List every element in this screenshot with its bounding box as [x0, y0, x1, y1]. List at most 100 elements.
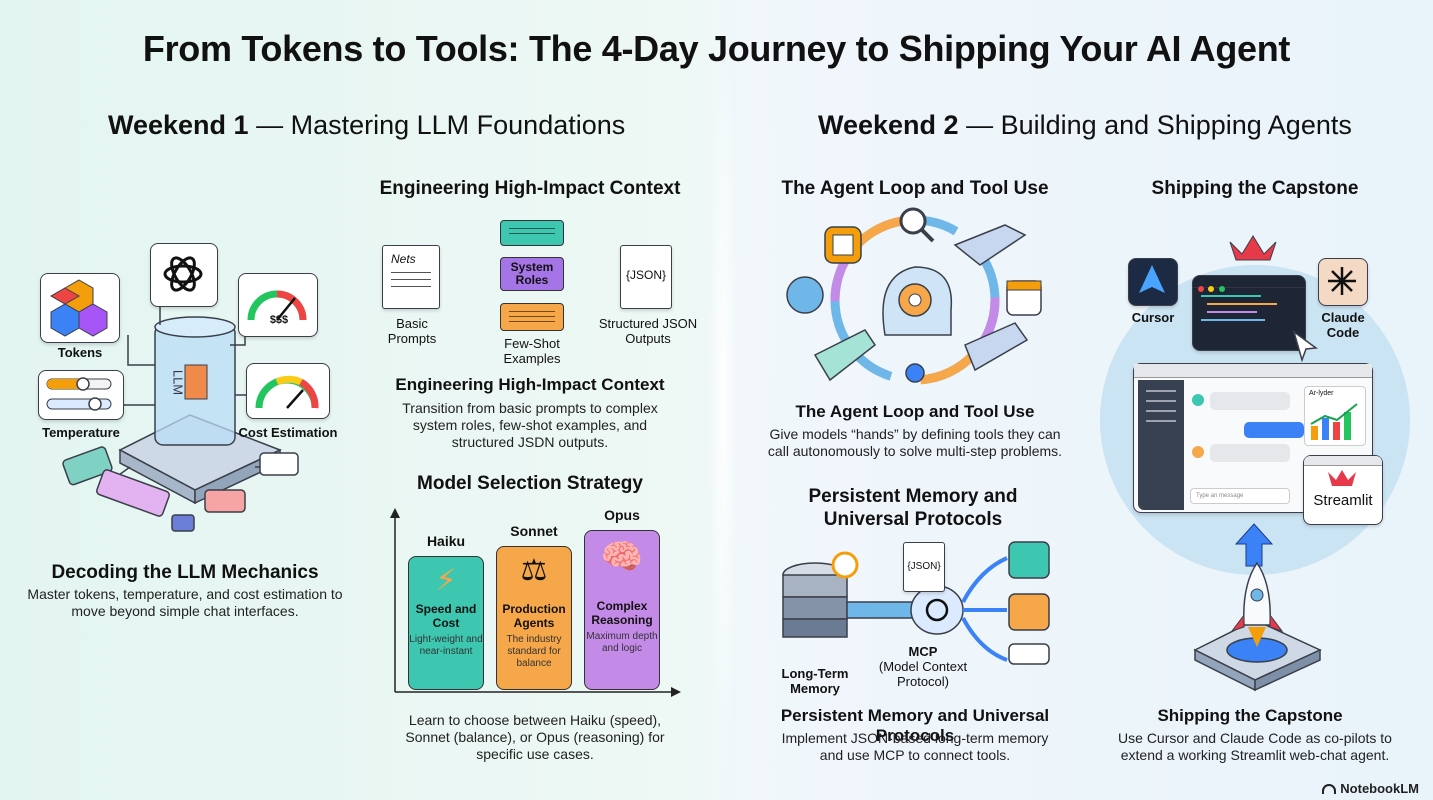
- system-roles-tag: System Roles: [500, 257, 564, 291]
- chart-widget: Ar-lyder: [1304, 386, 1366, 446]
- temperature-card: [38, 370, 124, 420]
- few-shot-tag: [500, 303, 564, 331]
- chip-bottom-left: [96, 469, 170, 517]
- speedometer-icon: [255, 375, 319, 409]
- robot-hand-right-icon: [964, 322, 1029, 372]
- openai-card: [150, 243, 218, 307]
- memory-json-tag: {JSON}: [907, 561, 941, 572]
- claude-logo-icon: [1328, 267, 1356, 295]
- llm-mechanics-body: Master tokens, temperature, and cost est…: [27, 586, 343, 619]
- haiku-sub: Light-weight and near-instant: [409, 634, 483, 657]
- network-icon: [905, 363, 925, 383]
- chat-input[interactable]: Type an message: [1190, 488, 1290, 504]
- robot-hand-top-icon: [953, 224, 1027, 266]
- agent-loop-heading: The Agent Loop and Tool Use: [795, 402, 1035, 421]
- cursor-logo: [1128, 258, 1178, 306]
- weekend1-heading: Weekend 1 — Mastering LLM Foundations: [108, 110, 625, 141]
- weekend2-rest: — Building and Shipping Agents: [958, 110, 1352, 140]
- memory-illustration: [782, 541, 1050, 665]
- search-icon: [899, 207, 927, 235]
- mcp-label: MCP: [908, 644, 938, 659]
- haiku-title: Speed and Cost: [415, 602, 477, 630]
- database-icon: [786, 276, 824, 314]
- openai-hub-icon: [925, 598, 949, 622]
- chart-widget-label: Ar-lyder: [1309, 390, 1334, 397]
- bot-avatar: [1192, 446, 1204, 458]
- claude-logo: [1318, 258, 1368, 306]
- gauge-text: $$$: [269, 314, 289, 326]
- streamlit-logo-icon: [1328, 470, 1356, 486]
- memory-heading: Persistent Memory and Universal Protocol…: [780, 706, 1050, 745]
- llm-center-label: LLM: [170, 369, 186, 396]
- calendar-grid-icon: [1008, 643, 1050, 665]
- haiku-bar: ⚡ Speed and Cost Light-weight and near-i…: [408, 556, 484, 690]
- claude-code-label: Claude Code: [1321, 310, 1365, 340]
- capstone-body: Use Cursor and Claude Code as co-pilots …: [1118, 730, 1392, 763]
- footer-label: NotebookLM: [1340, 781, 1419, 796]
- agent-loop-top-heading: The Agent Loop and Tool Use: [781, 178, 1049, 199]
- code-editor-window: [1192, 275, 1306, 351]
- json-doc: {JSON}: [620, 245, 672, 309]
- models-heading: Model Selection Strategy: [417, 473, 643, 494]
- few-shot-label: Few-Shot Examples: [503, 336, 561, 366]
- note-scribble: Nets: [391, 252, 416, 266]
- memory-top-heading: Persistent Memory and Universal Protocol…: [808, 486, 1018, 530]
- context-heading: Engineering High-Impact Context: [395, 375, 665, 394]
- opus-bar: 🧠 Complex Reasoning Maximum depth and lo…: [584, 530, 660, 690]
- cost-estimation-card: [246, 363, 330, 419]
- context-top-heading: Engineering High-Impact Context: [379, 178, 681, 199]
- cost-gauge-card: $$$: [238, 273, 318, 337]
- sonnet-title: Production Agents: [502, 602, 566, 630]
- lightning-icon: ⚡: [435, 564, 457, 597]
- chip-right: [259, 452, 299, 476]
- weekend1-rest: — Mastering LLM Foundations: [248, 110, 626, 140]
- capstone-crown-icon: [1228, 234, 1278, 262]
- notebooklm-icon: [1322, 784, 1337, 794]
- llm-illustration: [62, 285, 299, 532]
- scales-icon: ⚖: [520, 554, 548, 587]
- sonnet-bar: ⚖ Production Agents The industry standar…: [496, 546, 572, 690]
- streamlit-card: Streamlit: [1303, 455, 1383, 525]
- brain-icon: 🧠: [600, 538, 644, 576]
- mcp-hub: [910, 585, 964, 635]
- temperature-label: Temperature: [42, 425, 120, 440]
- user-avatar: [1192, 394, 1204, 406]
- haiku-name: Haiku: [426, 533, 466, 549]
- page-title: From Tokens to Tools: The 4-Day Journey …: [142, 28, 1291, 69]
- agent-loop-illustration: [786, 207, 1042, 385]
- cursor-logo-icon: [1139, 265, 1165, 293]
- cursor-label: Cursor: [1131, 310, 1175, 325]
- basic-prompts-note: Nets: [382, 245, 440, 309]
- center-divider: [708, 0, 738, 800]
- tokens-icon: [49, 279, 108, 337]
- robot-hand-left-icon: [813, 329, 877, 382]
- models-axes: [390, 508, 681, 697]
- gear-icon: [831, 551, 859, 579]
- opus-sub: Maximum depth and logic: [586, 631, 658, 654]
- capstone-heading: Shipping the Capstone: [1157, 706, 1343, 725]
- slider-icon: [46, 377, 112, 411]
- bar-chart-icon: [1310, 403, 1358, 440]
- pointer-cursor-icon: [1290, 330, 1322, 363]
- opus-title: Complex Reasoning: [591, 599, 653, 627]
- gauge-icon: [247, 290, 307, 321]
- context-body: Transition from basic prompts to complex…: [402, 400, 658, 450]
- long-term-memory-label: Long-Term Memory: [781, 666, 849, 696]
- memory-body: Implement JSON-based long-term memory an…: [781, 730, 1049, 763]
- notebooklm-footer: NotebookLM: [1322, 781, 1419, 796]
- basic-prompts-label: Basic Prompts: [387, 316, 437, 346]
- cost-estimation-label: Cost Estimation: [238, 425, 338, 440]
- chip-left: [62, 446, 113, 486]
- weekend1-strong: Weekend 1: [108, 110, 249, 140]
- memory-json-doc: {JSON}: [903, 542, 945, 592]
- weekend2-heading: Weekend 2 — Building and Shipping Agents: [818, 110, 1352, 141]
- context-top-tag: [500, 220, 564, 246]
- tools-icon: [1008, 593, 1050, 631]
- sonnet-name: Sonnet: [510, 523, 558, 539]
- json-outputs-label: Structured JSON Outputs: [598, 316, 698, 346]
- rocket-launchpad-icon: [1180, 555, 1330, 695]
- opus-name: Opus: [604, 507, 640, 523]
- chip-small: [171, 514, 195, 532]
- llm-mechanics-heading: Decoding the LLM Mechanics: [51, 562, 319, 583]
- sonnet-sub: The industry standard for balance: [506, 634, 562, 669]
